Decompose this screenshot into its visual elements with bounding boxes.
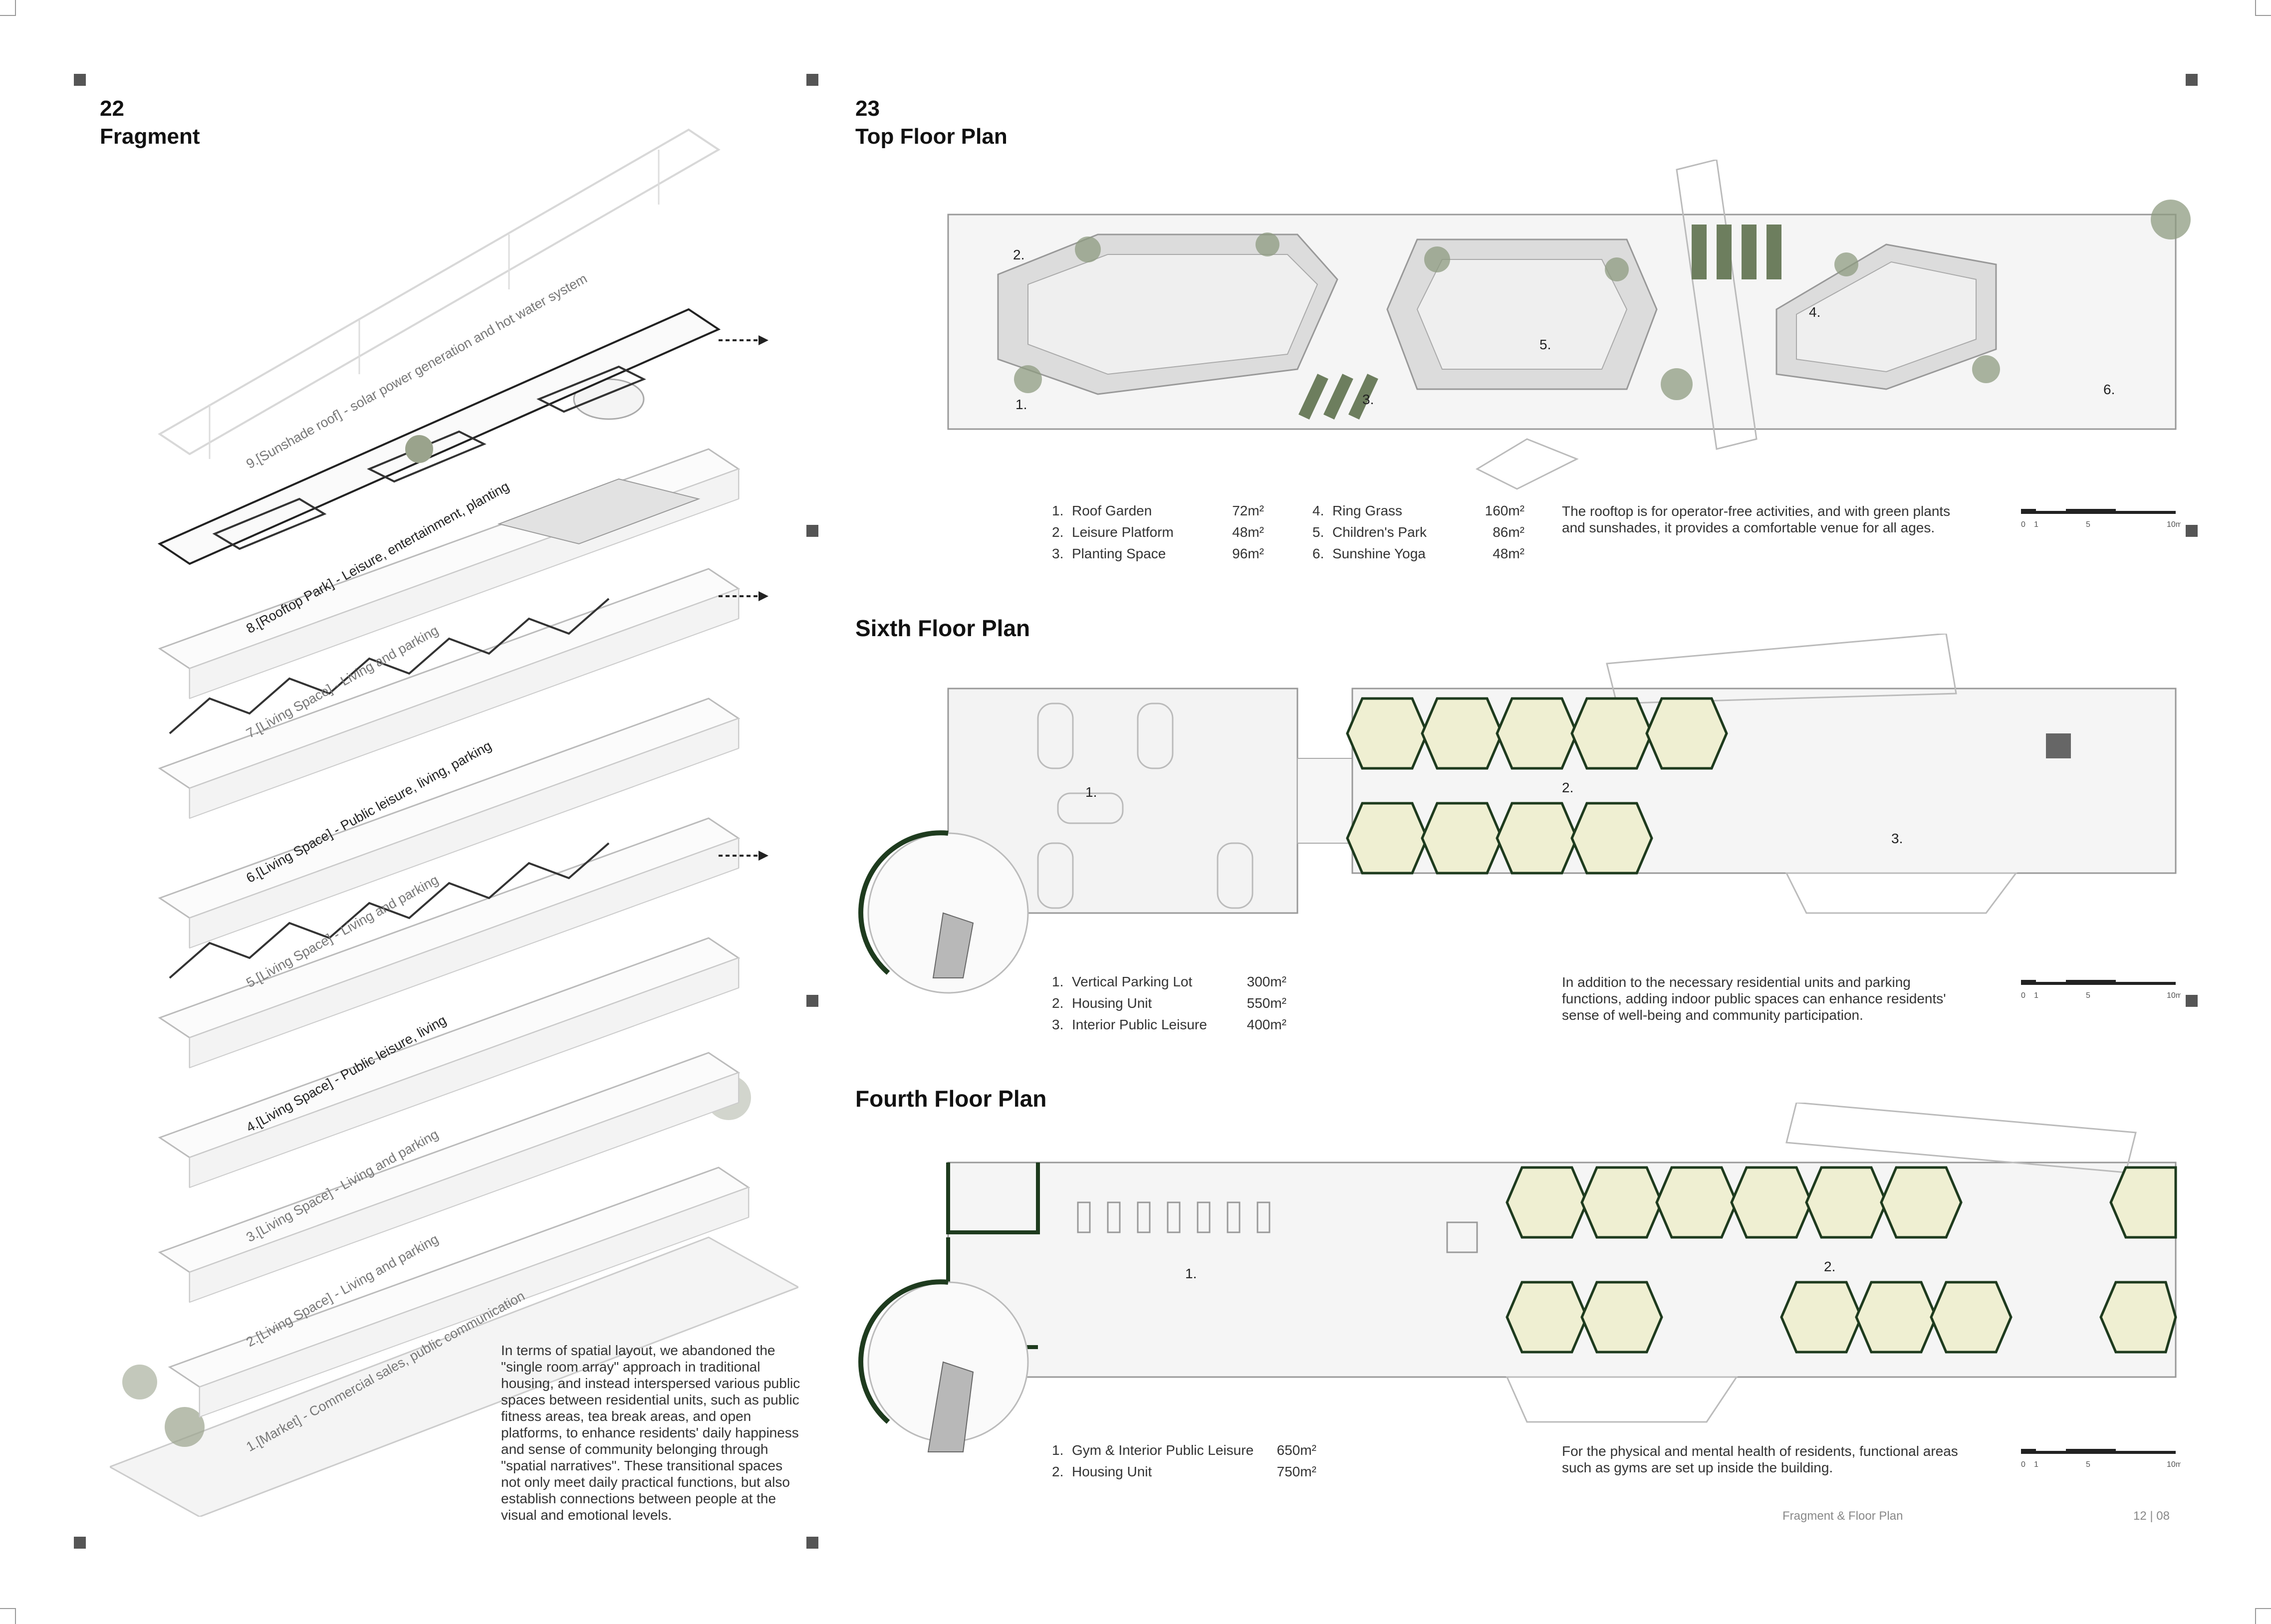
registration-mark bbox=[806, 1537, 818, 1549]
footer-caption: Fragment & Floor Plan bbox=[1782, 1509, 1903, 1523]
plan-label: 3. bbox=[1891, 831, 1903, 846]
scale-tick: 5 bbox=[2086, 520, 2090, 529]
scale-bar: 0 1 5 10m bbox=[2021, 1449, 2181, 1469]
registration-mark bbox=[74, 1537, 86, 1549]
sixth-floor-plan-drawing: 1. 2. 3. bbox=[858, 634, 2177, 994]
scale-tick: 10m bbox=[2167, 1460, 2181, 1469]
scale-tick: 10m bbox=[2167, 520, 2181, 529]
floor-layer-8-rooftop-park bbox=[157, 308, 721, 565]
scale-tick: 5 bbox=[2086, 991, 2090, 1000]
plan-title: Sixth Floor Plan bbox=[855, 615, 1030, 641]
registration-mark bbox=[2186, 525, 2198, 537]
plan-label: 5. bbox=[1539, 337, 1551, 352]
scale-tick: 10m bbox=[2167, 991, 2181, 1000]
crop-mark bbox=[2255, 1608, 2271, 1624]
scale-tick: 5 bbox=[2086, 1460, 2090, 1469]
section-number: 22 bbox=[100, 96, 124, 121]
plan-label: 4. bbox=[1809, 304, 1820, 320]
plan-label: 1. bbox=[1015, 397, 1027, 412]
floor-layer-9-sunshade-roof bbox=[158, 128, 721, 459]
plan-label: 2. bbox=[1824, 1259, 1835, 1274]
plan-label: 3. bbox=[1362, 392, 1374, 407]
registration-mark bbox=[806, 74, 818, 86]
sixth-floor-description: In addition to the necessary residential… bbox=[1562, 974, 1946, 1023]
plan-label: 2. bbox=[1013, 247, 1024, 262]
exploded-axonometric-diagram: 9.[Sunshade roof] - solar power generati… bbox=[110, 128, 798, 1517]
section-title: Top Floor Plan bbox=[855, 124, 1008, 149]
scale-tick: 0 bbox=[2021, 520, 2025, 529]
registration-mark bbox=[806, 525, 818, 537]
section-title: Fragment bbox=[100, 124, 200, 149]
floor-layer-4 bbox=[159, 817, 740, 1069]
crop-mark bbox=[0, 0, 16, 16]
plan-label: 2. bbox=[1562, 780, 1573, 795]
registration-mark bbox=[2186, 74, 2198, 86]
section-number: 23 bbox=[855, 96, 880, 121]
top-floor-description: The rooftop is for operator-free activit… bbox=[1562, 503, 1951, 535]
scale-tick: 1 bbox=[2034, 520, 2038, 529]
layer-arrow bbox=[719, 591, 768, 601]
scale-tick: 1 bbox=[2034, 991, 2038, 1000]
scale-bar: 0 1 5 10m bbox=[2021, 509, 2181, 529]
fragment-description: In terms of spatial layout, we abandoned… bbox=[501, 1343, 800, 1523]
registration-mark bbox=[2186, 995, 2198, 1007]
registration-mark bbox=[74, 74, 86, 86]
crop-mark bbox=[2255, 0, 2271, 16]
plan-label: 6. bbox=[2103, 382, 2115, 397]
scale-tick: 1 bbox=[2034, 1460, 2038, 1469]
scale-tick: 0 bbox=[2021, 1460, 2025, 1469]
layer-arrow bbox=[719, 335, 768, 345]
registration-mark bbox=[806, 995, 818, 1007]
crop-mark bbox=[0, 1608, 16, 1624]
fourth-floor-plan-drawing: 1. 2. bbox=[858, 1103, 2177, 1452]
page-number: 12 | 08 bbox=[2133, 1509, 2170, 1523]
layer-arrow bbox=[719, 851, 768, 861]
fourth-floor-description: For the physical and mental health of re… bbox=[1562, 1443, 1958, 1475]
plan-label: 1. bbox=[1085, 784, 1097, 800]
top-floor-plan-drawing: 1. 2. 3. 4. 5. 6. bbox=[947, 160, 2191, 490]
plan-title: Fourth Floor Plan bbox=[855, 1086, 1047, 1112]
scale-tick: 0 bbox=[2021, 991, 2025, 1000]
plan-label: 1. bbox=[1185, 1266, 1197, 1281]
floor-layer-5 bbox=[159, 697, 740, 949]
floor-layer-7 bbox=[159, 378, 740, 699]
scale-bar: 0 1 5 10m bbox=[2021, 980, 2181, 1000]
